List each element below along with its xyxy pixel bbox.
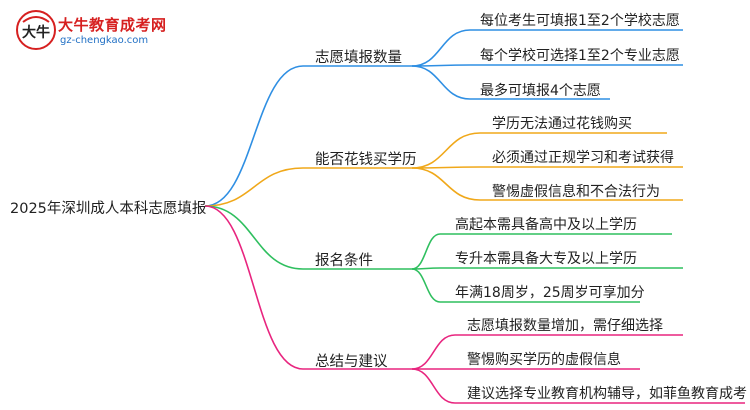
connector-quantity-leaf-3 [411, 65, 610, 100]
leaf-requirements-1: 高起本需具备高中及以上学历 [455, 217, 637, 233]
connector-requirements-leaf-1 [411, 233, 672, 270]
logo-url: gz-chengkao.com [60, 35, 149, 46]
leaf-buy-degree-1: 学历无法通过花钱购买 [492, 116, 632, 132]
logo-mark-icon: 大牛 [16, 10, 56, 50]
connector-requirements-leaf-2 [411, 267, 683, 270]
branch-label-buy-degree: 能否花钱买学历 [315, 152, 417, 168]
svg-text:大牛: 大牛 [22, 24, 50, 41]
logo-title: 大牛教育成考网 [58, 16, 167, 34]
connector-buy-degree-leaf-2 [411, 166, 683, 169]
leaf-summary-1: 志愿填报数量增加，需仔细选择 [467, 318, 663, 334]
connector-root-to-quantity [204, 65, 412, 207]
branch-label-summary: 总结与建议 [315, 354, 388, 370]
connector-summary-leaf-1 [411, 334, 683, 370]
connector-root-to-summary [204, 205, 412, 370]
root-topic: 2025年深圳成人本科志愿填报 [10, 201, 207, 217]
leaf-buy-degree-3: 警惕虚假信息和不合法行为 [492, 184, 660, 200]
leaf-requirements-2: 专升本需具备大专及以上学历 [455, 251, 637, 267]
site-logo[interactable]: 大牛 大牛教育成考网 gz-chengkao.com [14, 8, 174, 52]
leaf-quantity-3: 最多可填报4个志愿 [480, 83, 601, 99]
leaf-buy-degree-2: 必须通过正规学习和考试获得 [492, 150, 674, 166]
connector-requirements-leaf-3 [411, 268, 640, 303]
connector-root-to-buy-degree [204, 167, 412, 207]
connector-summary-leaf-3 [411, 368, 745, 404]
branch-label-requirements: 报名条件 [315, 253, 373, 269]
connector-quantity-leaf-2 [411, 64, 683, 67]
leaf-summary-2: 警惕购买学历的虚假信息 [467, 352, 621, 368]
leaf-summary-3: 建议选择专业教育机构辅导，如菲鱼教育成考 [467, 386, 747, 402]
leaf-requirements-3: 年满18周岁，25周岁可享加分 [455, 285, 645, 301]
connector-buy-degree-leaf-1 [411, 132, 667, 169]
connector-buy-degree-leaf-3 [411, 167, 683, 201]
leaf-quantity-2: 每个学校可选择1至2个专业志愿 [480, 48, 680, 64]
connector-quantity-leaf-1 [411, 29, 683, 67]
connector-root-to-requirements [204, 205, 412, 270]
branch-label-quantity: 志愿填报数量 [315, 50, 402, 66]
leaf-quantity-1: 每位考生可填报1至2个学校志愿 [480, 13, 680, 29]
